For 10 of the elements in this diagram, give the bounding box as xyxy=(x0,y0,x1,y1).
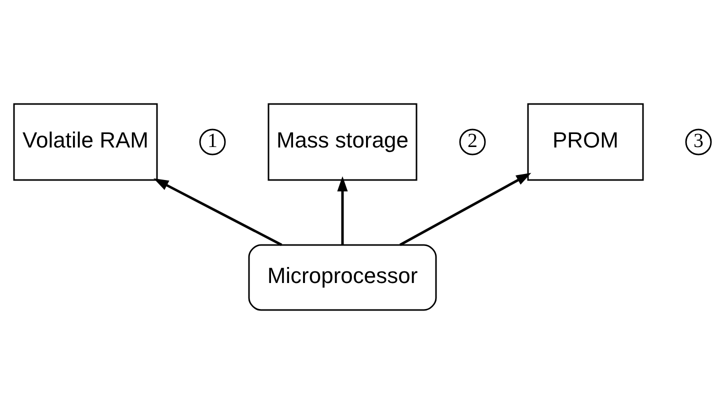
node-box: PROM xyxy=(526,103,644,181)
arrow xyxy=(398,172,531,246)
node-label: 1 xyxy=(207,130,217,152)
node-box: Microprocessor xyxy=(248,244,436,311)
node-label: 2 xyxy=(467,130,477,152)
arrow xyxy=(153,178,282,246)
node-box: Volatile RAM xyxy=(12,103,158,181)
arrow xyxy=(336,176,348,245)
node-label: 3 xyxy=(693,130,703,152)
node-box: Mass storage xyxy=(267,103,417,181)
